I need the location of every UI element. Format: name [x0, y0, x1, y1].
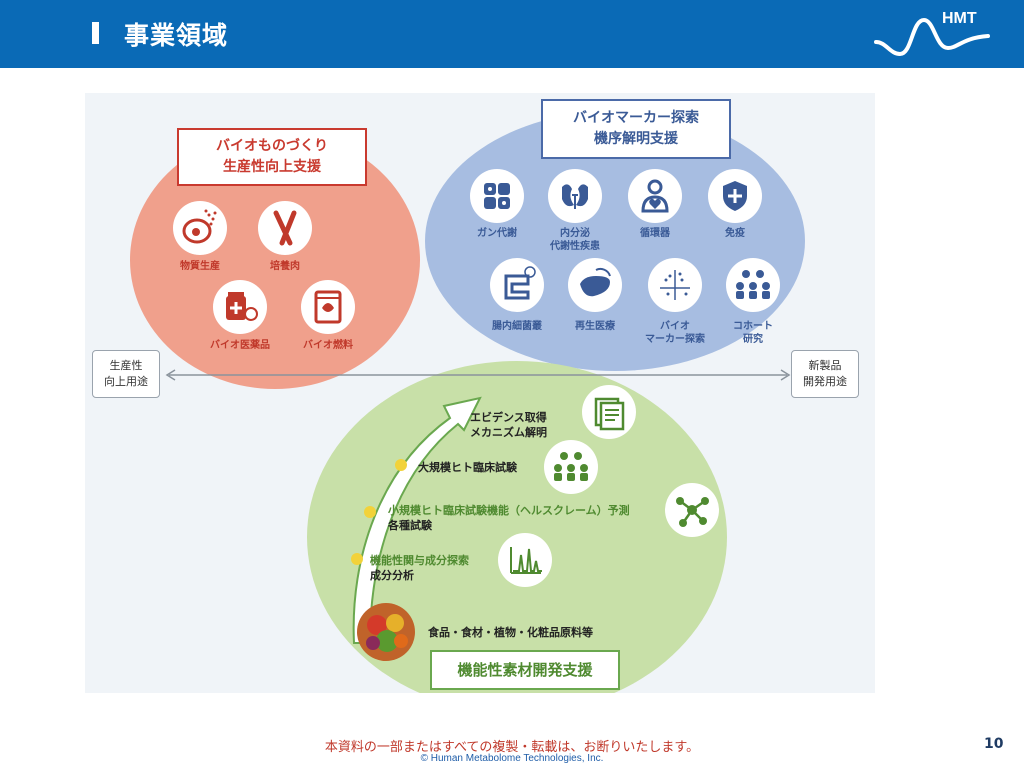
blue-item-label-7-line2: マーカー探索: [645, 334, 705, 345]
blue-item-label-7: バイオ マーカー探索: [630, 320, 720, 346]
biomarker-title-box: バイオマーカー探索 機序解明支援: [541, 99, 731, 159]
step4-text: 大規模ヒト臨床試験: [418, 461, 517, 474]
step2-text: 機能性関与成分探索 成分分析: [370, 553, 469, 583]
step3-green: 小規模ヒト臨床試験機能（ヘルスクレーム）予測: [388, 504, 630, 517]
step5-line1: エビデンス取得: [470, 411, 547, 424]
step3-text: 小規模ヒト臨床試験機能（ヘルスクレーム）予測 各種試験: [388, 503, 630, 533]
productivity-use-box: 生産性 向上用途: [92, 350, 160, 398]
step2-green: 機能性関与成分探索: [370, 554, 469, 567]
blue-title-line2: 機序解明支援: [594, 131, 678, 147]
blue-item-label-3: 循環器: [640, 228, 670, 239]
page-title: 事業領域: [124, 21, 229, 50]
red-item-label-4: バイオ燃料: [303, 340, 353, 351]
documents-icon: [582, 385, 636, 439]
business-domain-diagram: 生産性 向上用途 新製品 開発用途 バイオものづくり 生産性向上支援 バイオマー…: [85, 93, 875, 693]
step3-black: 各種試験: [388, 519, 432, 532]
blue-item-label-1: ガン代謝: [477, 228, 517, 239]
crowd-icon: [544, 440, 598, 494]
side-left-line2: 向上用途: [104, 375, 148, 388]
blue-item-label-8-line2: 研究: [743, 334, 763, 345]
axis-arrow: [165, 369, 791, 381]
copyright-notice: 本資料の一部またはすべての複製・転載は、お断りいたします。: [324, 740, 700, 755]
step5-line2: メカニズム解明: [470, 426, 547, 439]
red-title-line1: バイオものづくり: [216, 138, 328, 154]
scatter-plot-icon: [648, 258, 702, 312]
blue-item-label-8: コホート 研究: [708, 320, 798, 346]
side-left-line1: 生産性: [109, 359, 143, 372]
kidney-icon: [548, 169, 602, 223]
side-right-line1: 新製品: [808, 359, 842, 372]
step-dot-2: [351, 553, 363, 565]
page-number: 10: [984, 736, 1004, 752]
step2-black: 成分分析: [370, 569, 414, 582]
food-produce-icon: [357, 603, 415, 661]
shield-icon: [708, 169, 762, 223]
side-right-line2: 開発用途: [803, 375, 847, 388]
people-group-icon: [726, 258, 780, 312]
blue-item-label-2-line1: 内分泌: [560, 228, 590, 239]
step-dot-3: [364, 506, 376, 518]
functional-material-title-box: 機能性素材開発支援: [430, 650, 620, 690]
blue-item-label-5: 腸内細菌叢: [492, 321, 542, 332]
cancer-cells-icon: [470, 169, 524, 223]
step5-text: エビデンス取得 メカニズム解明: [470, 410, 547, 440]
fork-knife-icon: [258, 201, 312, 255]
title-marker: [92, 22, 99, 44]
molecule-network-icon: [665, 483, 719, 537]
step1-text: 食品・食材・植物・化粧品原料等: [428, 626, 593, 639]
company-copyright: © Human Metabolome Technologies, Inc.: [420, 753, 604, 764]
blue-item-label-6: 再生医療: [575, 321, 615, 332]
intestine-icon: [490, 258, 544, 312]
logo-text: HMT: [942, 10, 977, 27]
blue-item-label-7-line1: バイオ: [660, 321, 690, 332]
red-item-label-2: 培養肉: [270, 261, 300, 272]
header-bar: 事業領域 HMT: [0, 0, 1024, 68]
red-item-label-3: バイオ医薬品: [210, 340, 270, 351]
step-dot-4: [395, 459, 407, 471]
cell-icon: [173, 201, 227, 255]
blue-item-label-2-line2: 代謝性疾患: [550, 241, 600, 252]
chromatogram-icon: [498, 533, 552, 587]
new-product-use-box: 新製品 開発用途: [791, 350, 859, 398]
heart-person-icon: [628, 169, 682, 223]
blue-item-label-4: 免疫: [725, 228, 745, 239]
hmt-logo-icon: [874, 17, 990, 57]
blue-item-label-8-line1: コホート: [733, 321, 773, 332]
medicine-icon: [213, 280, 267, 334]
red-title-line2: 生産性向上支援: [223, 159, 321, 175]
liver-icon: [568, 258, 622, 312]
blue-title-line1: バイオマーカー探索: [573, 110, 699, 126]
red-item-label-1: 物質生産: [180, 261, 220, 272]
fuel-bag-icon: [301, 280, 355, 334]
biomanufacturing-title-box: バイオものづくり 生産性向上支援: [177, 128, 367, 186]
blue-item-label-2: 内分泌 代謝性疾患: [530, 227, 620, 253]
